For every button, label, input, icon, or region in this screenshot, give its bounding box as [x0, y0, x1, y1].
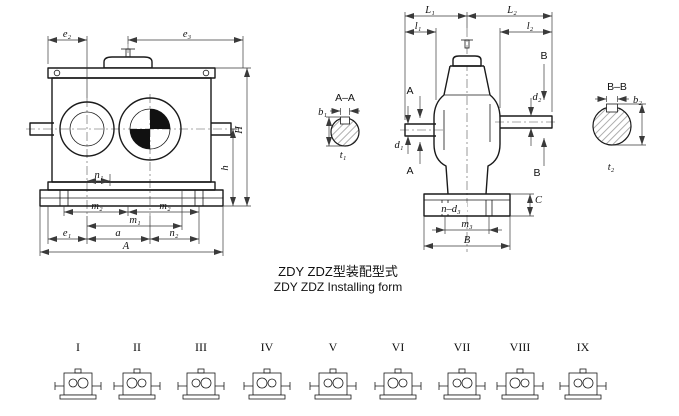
side-base-flange [423, 193, 511, 217]
side-shaft-right [500, 115, 553, 129]
cover-bolt-right [202, 69, 210, 77]
dim-label-e2: e₂ [63, 29, 72, 40]
dim-label-n2: n₂ [170, 228, 179, 239]
title-english: ZDY ZDZ Installing form [274, 280, 402, 294]
foot-bolt-slots [59, 190, 204, 206]
form-icon-1 [54, 368, 102, 400]
form-icon-9 [559, 368, 607, 400]
dim-label-e3: e₃ [183, 29, 192, 40]
form-icon-6 [374, 368, 422, 400]
housing-top-rim [47, 67, 216, 79]
dim-label-n1: n₁ [95, 170, 104, 181]
dim-label-m2-right: m₂ [159, 201, 171, 212]
form-icon-4 [243, 368, 291, 400]
form-icon-8 [496, 368, 544, 400]
dim-label-l2: l₂ [527, 21, 534, 32]
section-bb-label: B–B [607, 81, 627, 93]
dim-label-n-d3: n–d₃ [441, 204, 461, 215]
cover-bolt-left [53, 69, 61, 77]
keyway-bb [606, 103, 618, 113]
side-shaft-left [404, 123, 436, 137]
ext-lines-b2 [606, 96, 618, 102]
input-shaft-stub [29, 122, 54, 136]
form-icon-5 [309, 368, 357, 400]
ext-lines-top [47, 36, 244, 98]
form-icon-7 [438, 368, 486, 400]
form-icon-3 [177, 368, 225, 400]
side-boss-left [433, 94, 449, 195]
side-internal-lines [443, 94, 491, 150]
dim-label-A: A [122, 241, 130, 252]
forms-row: I II III IV V VI VII VIII IX [54, 340, 607, 400]
dim-label-e1: e₁ [63, 228, 71, 239]
bearing-bore-left-inner [69, 111, 105, 147]
dim-label-a: a [115, 228, 120, 239]
form-label-9: IX [577, 340, 590, 354]
side-cap [452, 55, 482, 67]
ext-lines-C [510, 193, 534, 217]
dim-label-d2: d₂ [533, 92, 542, 103]
dim-label-H: H [234, 125, 245, 135]
form-label-1: I [76, 340, 80, 354]
center-mark-quadrant-2 [130, 129, 150, 149]
cut-label-A-bottom: A [406, 165, 413, 177]
bearing-bore-right-outer [118, 97, 182, 161]
section-aa-label: A–A [335, 92, 355, 104]
side-ext-lines-top [404, 12, 553, 120]
form-icon-2 [113, 368, 161, 400]
center-mark-quadrant-1 [150, 109, 170, 129]
form-label-4: IV [261, 340, 274, 354]
n-d3-label-bg [435, 203, 467, 214]
dim-label-C: C [535, 195, 543, 206]
form-label-6: VI [392, 340, 405, 354]
dim-label-b2: b₂ [633, 95, 642, 106]
dim-label-m2-left: m₂ [91, 201, 103, 212]
shaft-section-bb [592, 106, 632, 146]
keyway-aa [340, 116, 350, 125]
section-bb: B–B b₂ t₂ [592, 81, 646, 173]
side-breather-stem [464, 39, 470, 49]
cut-label-A-top: A [406, 85, 413, 97]
dim-label-t2: t₂ [608, 162, 615, 173]
title-chinese: ZDY ZDZ型装配型式 [278, 264, 398, 279]
dim-label-L2: L₂ [506, 5, 517, 16]
form-label-7: VII [454, 340, 471, 354]
form-label-2: II [133, 340, 141, 354]
dim-label-m1: m₁ [129, 215, 140, 226]
inspection-cover [103, 56, 153, 69]
section-aa: A–A b₁ t₁ [318, 92, 360, 161]
cut-label-B-bottom: B [533, 167, 540, 179]
housing-bottom-rim [47, 181, 216, 191]
dim-label-B-width: B [464, 235, 471, 246]
ext-lines-b1 [340, 108, 350, 115]
form-label-5: V [329, 340, 338, 354]
side-boss-right [485, 94, 501, 195]
dim-label-l1: l₁ [415, 21, 422, 32]
bearing-bore-left-outer [59, 101, 115, 157]
dim-label-h: h [220, 165, 231, 170]
cut-label-B-top: B [540, 50, 547, 62]
side-view: L₁ L₂ l₁ l₂ A A B B d₁ d₂ C n–d₃ m₃ [395, 5, 558, 252]
dim-label-d1: d₁ [395, 140, 404, 151]
front-view: e₂ e₃ H h n₁ m₂ m₂ m₁ e₁ a n₂ A [26, 29, 251, 256]
dim-label-L1: L₁ [424, 5, 435, 16]
form-label-3: III [195, 340, 207, 354]
dim-label-t1: t₁ [340, 150, 347, 161]
dim-label-b1: b₁ [318, 107, 327, 118]
title-block: ZDY ZDZ型装配型式 ZDY ZDZ Installing form [274, 264, 402, 294]
side-upper-housing [443, 65, 491, 96]
form-label-8: VIII [510, 340, 531, 354]
dim-label-m3: m₃ [461, 219, 473, 230]
side-ext-lines-bottom [423, 216, 511, 250]
